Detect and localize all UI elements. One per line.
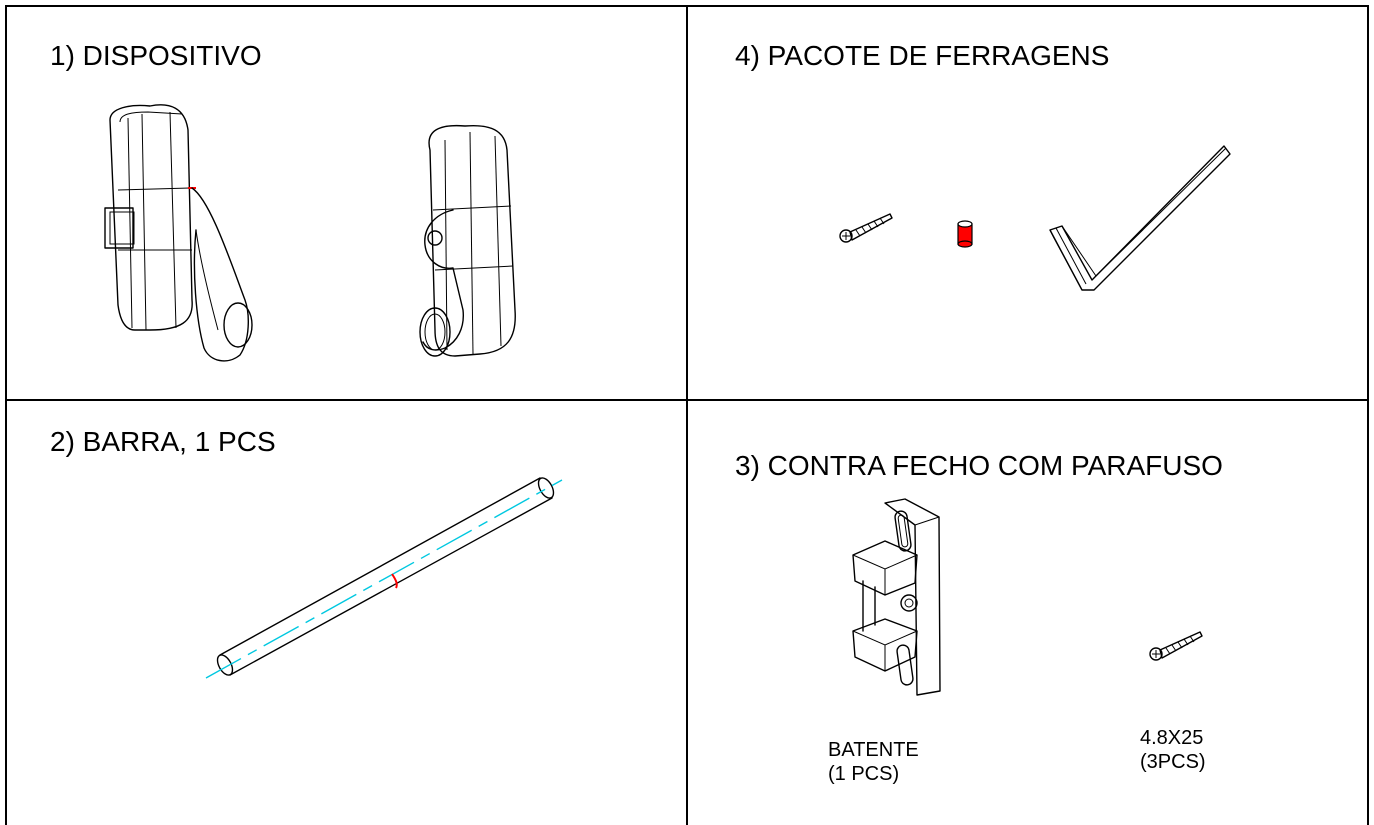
striker-plate-icon xyxy=(852,498,941,696)
allen-key-icon xyxy=(1049,145,1231,291)
striker-screw-icon xyxy=(1149,631,1203,661)
section-title-dispositivo: 1) DISPOSITIVO xyxy=(50,40,262,71)
section-title-contra-fecho: 3) CONTRA FECHO COM PARAFUSO xyxy=(735,450,1223,481)
section-title-barra: 2) BARRA, 1 PCS xyxy=(50,426,276,457)
section-title-ferragens: 4) PACOTE DE FERRAGENS xyxy=(735,40,1110,71)
batente-label: BATENTE xyxy=(828,739,919,761)
screw-size: 4.8X25 xyxy=(1140,727,1204,749)
set-screw-icon xyxy=(957,220,973,248)
bar-rod xyxy=(205,477,563,679)
batente-qty: (1 PCS) xyxy=(828,763,900,785)
screw-qty: (3PCS) xyxy=(1140,751,1206,773)
batente-caption: BATENTE (1 PCS) xyxy=(828,738,919,786)
screw-icon xyxy=(839,213,893,243)
screw-caption: 4.8X25 (3PCS) xyxy=(1140,726,1206,774)
device-right-view xyxy=(419,124,516,357)
device-left-view xyxy=(104,104,253,362)
